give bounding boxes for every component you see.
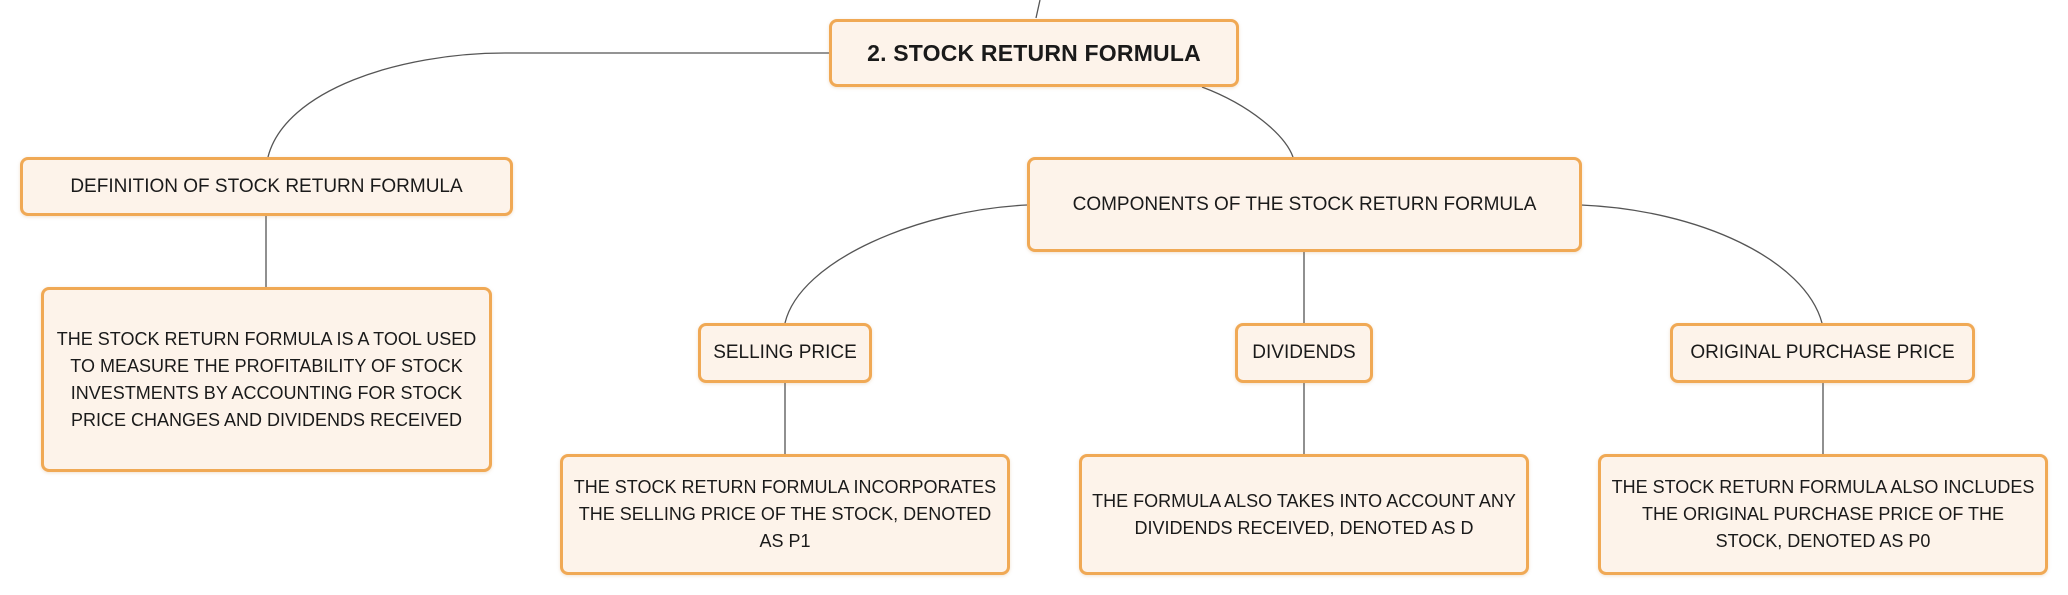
selling-price-detail-node[interactable]: THE STOCK RETURN FORMULA INCORPORATES TH…: [560, 454, 1010, 575]
connector-root-to-definition: [267, 52, 829, 158]
dividends-detail-text: THE FORMULA ALSO TAKES INTO ACCOUNT ANY …: [1092, 490, 1516, 538]
root-node-label: 2. STOCK RETURN FORMULA: [867, 39, 1201, 66]
definition-node-label: DEFINITION OF STOCK RETURN FORMULA: [70, 175, 463, 197]
connector-parent-to-root: [1035, 0, 1041, 19]
components-node[interactable]: COMPONENTS OF THE STOCK RETURN FORMULA: [1027, 157, 1582, 252]
selling-price-node[interactable]: SELLING PRICE: [698, 323, 872, 383]
original-purchase-price-detail-text: THE STOCK RETURN FORMULA ALSO INCLUDES T…: [1611, 477, 2035, 551]
definition-detail-text: THE STOCK RETURN FORMULA IS A TOOL USED …: [56, 328, 477, 430]
root-node[interactable]: 2. STOCK RETURN FORMULA: [829, 19, 1239, 87]
definition-node[interactable]: DEFINITION OF STOCK RETURN FORMULA: [20, 157, 513, 216]
dividends-detail-node[interactable]: THE FORMULA ALSO TAKES INTO ACCOUNT ANY …: [1079, 454, 1529, 575]
original-purchase-price-detail-node[interactable]: THE STOCK RETURN FORMULA ALSO INCLUDES T…: [1598, 454, 2048, 575]
selling-price-label: SELLING PRICE: [713, 342, 857, 363]
selling-price-detail-text: THE STOCK RETURN FORMULA INCORPORATES TH…: [573, 477, 997, 551]
dividends-node[interactable]: DIVIDENDS: [1235, 323, 1373, 383]
dividends-label: DIVIDENDS: [1252, 342, 1356, 363]
original-purchase-price-label: ORIGINAL PURCHASE PRICE: [1690, 342, 1955, 363]
definition-detail-node[interactable]: THE STOCK RETURN FORMULA IS A TOOL USED …: [41, 287, 492, 472]
components-node-label: COMPONENTS OF THE STOCK RETURN FORMULA: [1072, 193, 1537, 215]
connector-components-to-selling-price: [784, 204, 1028, 324]
original-purchase-price-node[interactable]: ORIGINAL PURCHASE PRICE: [1670, 323, 1975, 383]
connector-components-to-original-purchase-price: [1580, 204, 1823, 324]
connector-root-to-components: [1201, 86, 1294, 158]
